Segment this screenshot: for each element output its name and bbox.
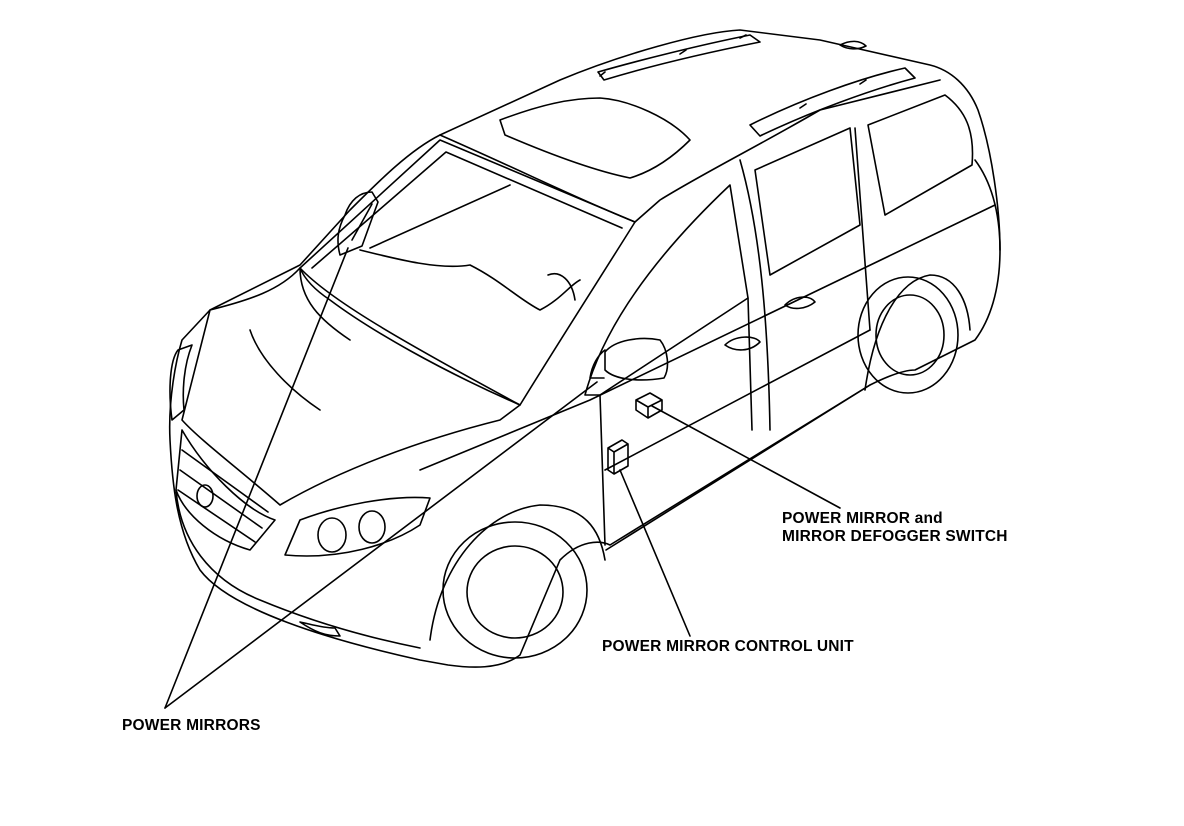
rear-end [974, 159, 1001, 251]
roof-edge [439, 79, 941, 223]
mirror-switch-box [635, 392, 663, 419]
power-mirrors-text: POWER MIRRORS [122, 717, 261, 734]
mirror-switch-text-line2: MIRROR DEFOGGER SWITCH [782, 528, 1008, 545]
grille-bars [177, 449, 269, 543]
roof-rail-right [749, 67, 916, 137]
rear-wheel-arch [864, 274, 971, 391]
right-mirror-arm [589, 349, 606, 379]
sunroof [499, 97, 691, 179]
power-mirrors-label: POWER MIRRORS [122, 717, 261, 735]
wiper-line [369, 184, 511, 249]
rear-sunroof [839, 40, 867, 50]
slide-door-edge [739, 127, 871, 431]
front-wheel-rim [466, 545, 564, 639]
front-wheel-arch [429, 504, 606, 641]
control-unit-box [607, 439, 629, 475]
leader-control-unit [619, 469, 691, 637]
left-mirror-inner [351, 203, 373, 241]
left-power-mirror [337, 191, 379, 256]
side-character-line [419, 204, 996, 471]
hood-crease [249, 267, 351, 411]
roof-rail-left [597, 34, 761, 81]
dashboard [359, 249, 581, 311]
control-unit-text: POWER MIRROR CONTROL UNIT [602, 638, 854, 655]
headlight-left [169, 344, 193, 421]
leader-switch [651, 405, 841, 509]
headlight-lens-1 [317, 517, 347, 553]
front-wheel [442, 521, 588, 659]
right-power-mirror [604, 337, 669, 381]
interior-seat [547, 273, 576, 301]
roof-rail-mid [599, 34, 867, 109]
mirror-switch-text-line1: POWER MIRROR and [782, 510, 943, 527]
rear-quarter-window [867, 94, 974, 216]
windshield [299, 139, 636, 406]
leader-power-mirrors-right [164, 381, 598, 709]
bumper-vent [299, 621, 341, 637]
mirror-switch-label: POWER MIRROR and MIRROR DEFOGGER SWITCH [782, 510, 1008, 546]
windshield-inner [311, 151, 623, 269]
rocker-line [605, 384, 871, 551]
side-lower-line [604, 329, 871, 471]
front-door-edge [599, 297, 753, 546]
badge-emblem [196, 484, 214, 508]
front-bumper [175, 489, 421, 649]
hood [181, 267, 521, 506]
control-unit-label: POWER MIRROR CONTROL UNIT [602, 638, 854, 656]
body-outline [168, 29, 1001, 668]
rear-wheel-rim [875, 294, 945, 376]
door-handle-slide [784, 296, 816, 310]
grille [175, 429, 276, 551]
headlight-lens-2 [358, 510, 386, 544]
front-door-window [584, 184, 749, 396]
slide-door-window [754, 127, 861, 276]
rear-wheel [857, 276, 959, 394]
headlight-right [284, 496, 431, 557]
leader-power-mirrors-left [164, 247, 349, 709]
door-handle-front [724, 336, 761, 351]
